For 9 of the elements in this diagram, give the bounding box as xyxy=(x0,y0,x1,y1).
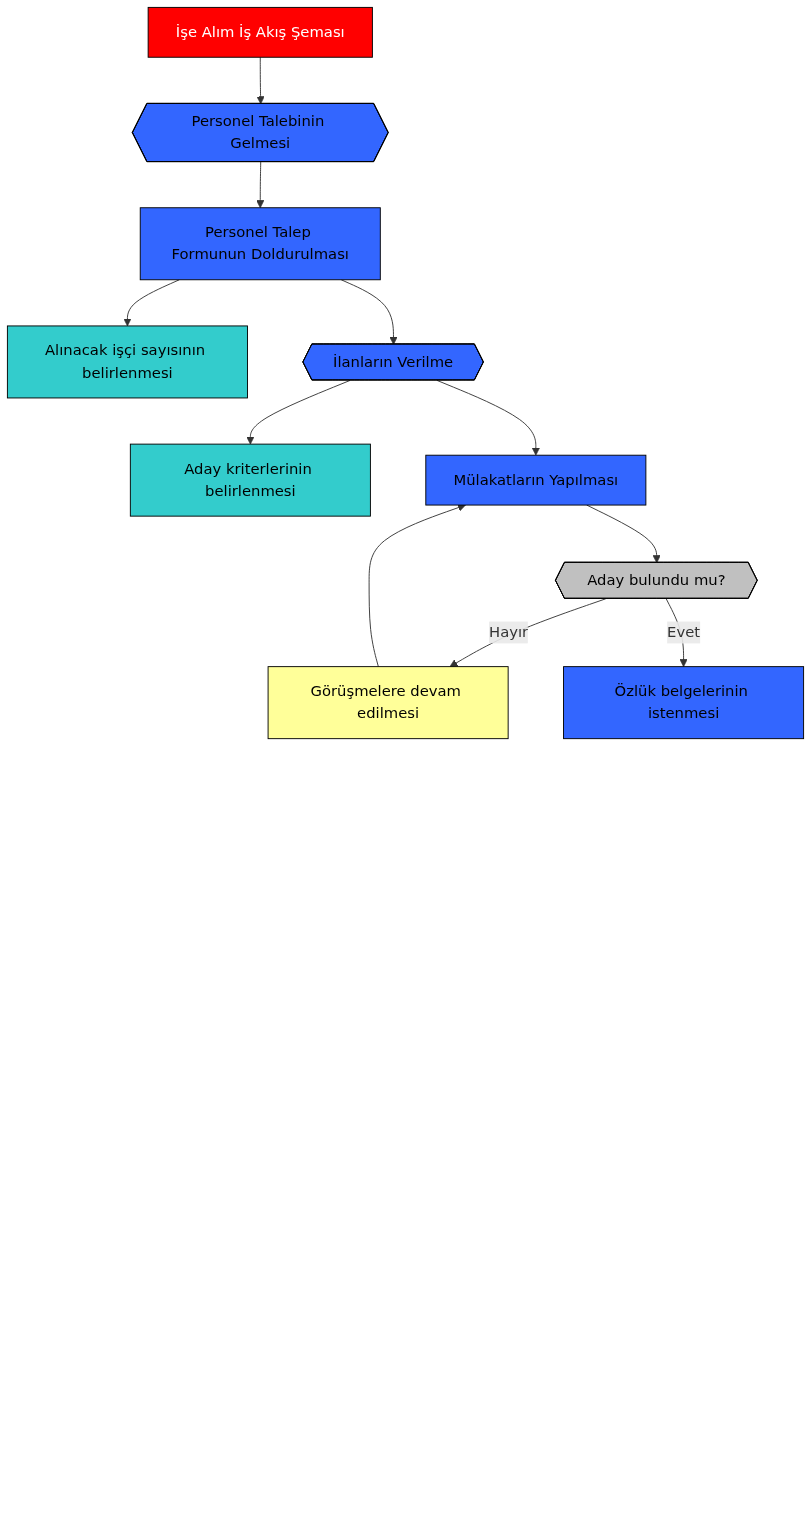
edge-label: Hayır xyxy=(489,623,529,641)
node-box: Alınacak işçi sayısının belirlenmesi xyxy=(6,325,248,399)
node-box: İşe Alım İş Akış Şeması xyxy=(147,6,373,58)
node-box: Mülakatların Yapılması xyxy=(425,454,647,506)
node-box: Özlük belgelerinin istenmesi xyxy=(563,666,805,740)
node-box: Personel Talep Formunun Doldurulması xyxy=(139,207,381,281)
node-box: Görüşmelere devam edilmesi xyxy=(267,666,509,740)
edge-label: Evet xyxy=(667,623,701,641)
node-box: Aday kriterlerinin belirlenmesi xyxy=(129,443,371,517)
